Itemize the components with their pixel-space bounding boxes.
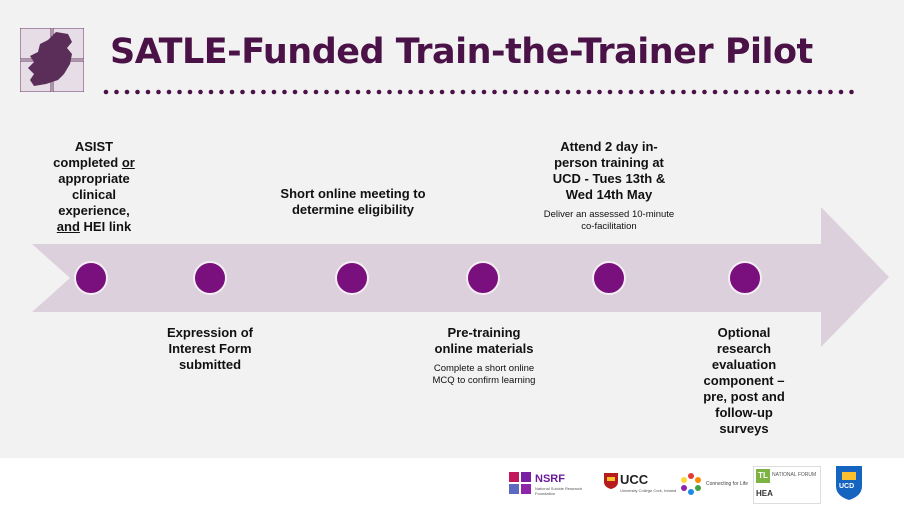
timeline-node-4: [466, 261, 500, 295]
timeline-node-6: [728, 261, 762, 295]
ucc-logo: UCC University College Cork, Ireland: [604, 470, 676, 498]
step-5-subtext: Deliver an assessed 10-minute co-facilit…: [543, 209, 675, 232]
ireland-shape-icon: [28, 32, 72, 86]
step-6-label: Optional research evaluation component –…: [703, 325, 785, 436]
timeline-node-1: [74, 261, 108, 295]
step-4-subtext: Complete a short online MCQ to confirm l…: [432, 363, 536, 386]
timeline-node-2: [193, 261, 227, 295]
nsrf-logo: NSRF National Suicide Research Foundatio…: [509, 470, 587, 498]
tl-badge: TL: [756, 469, 770, 483]
page-title: SATLE-Funded Train-the-Trainer Pilot: [110, 32, 813, 72]
ucd-crest-icon: [836, 466, 862, 500]
step-2-label: Expression of Interest Form submitted: [167, 325, 253, 372]
connecting-circle-icon: [681, 473, 701, 495]
ucc-crest-icon: [604, 473, 618, 489]
timeline-node-3: [335, 261, 369, 295]
connecting-for-life-logo: Connecting for Life: [679, 470, 749, 498]
step-5-label: Attend 2 day in-person training at UCD -…: [540, 139, 678, 233]
ireland-map-logo: [20, 28, 84, 92]
dotted-divider: [103, 89, 854, 95]
step-3-label: Short online meeting to determine eligib…: [280, 186, 426, 217]
step-4-label: Pre-training online materials Complete a…: [432, 325, 536, 386]
timeline-node-5: [592, 261, 626, 295]
ucd-logo: UCD: [836, 466, 862, 500]
national-forum-logo: TL NATIONAL FORUM HEA: [753, 466, 821, 504]
nsrf-mark-icon: [509, 472, 531, 494]
step-1-label: ASIST completed or appropriate clinical …: [53, 139, 135, 234]
